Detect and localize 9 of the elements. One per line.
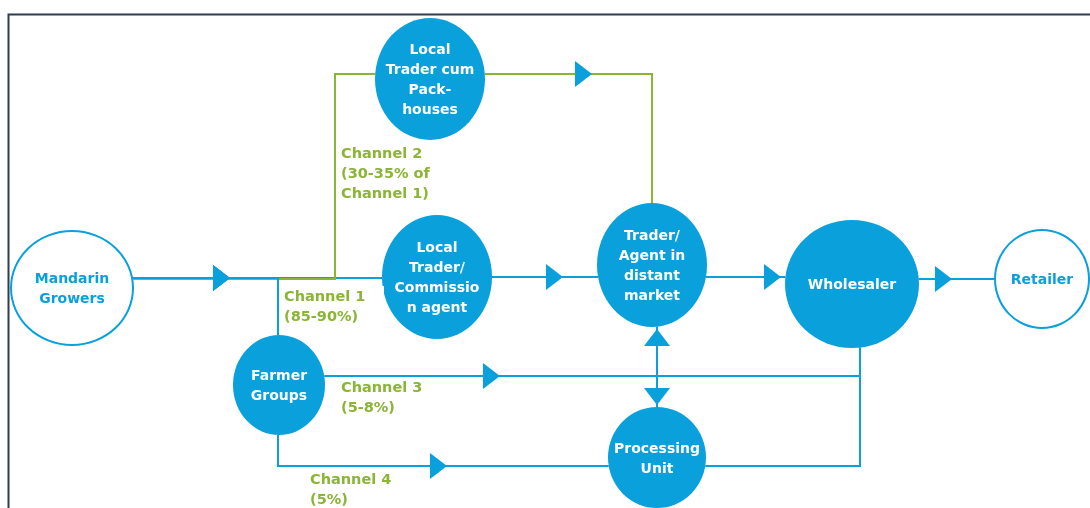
node-label: Retailer bbox=[1010, 270, 1074, 289]
node-label: Trader/ Agent in distant market bbox=[617, 226, 687, 305]
node-label: Farmer Groups bbox=[249, 366, 309, 405]
node-label: Mandarin Growers bbox=[33, 269, 111, 308]
node-label: Local Trader/ Commissio n agent bbox=[393, 238, 481, 317]
node-label: Wholesaler bbox=[807, 275, 897, 294]
node-label: Processing Unit bbox=[613, 438, 701, 478]
edge-label: Channel 1 (85-90%) bbox=[284, 286, 384, 326]
node-label: Local Trader cum Pack- houses bbox=[384, 40, 476, 119]
